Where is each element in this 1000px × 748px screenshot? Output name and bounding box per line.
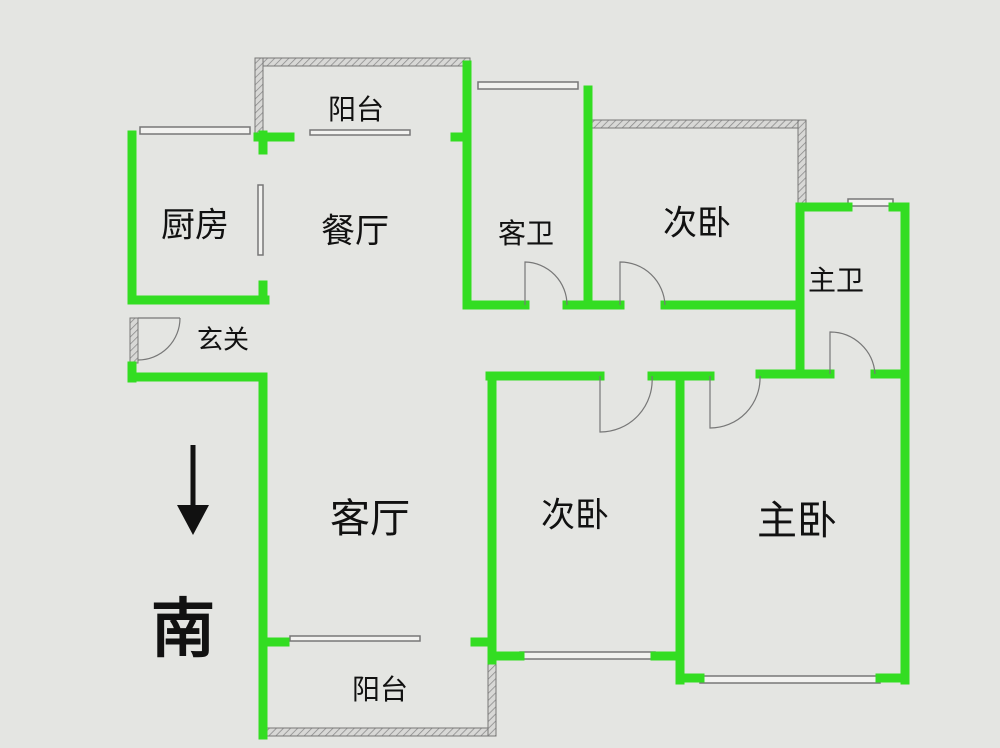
room-balcony-top: 阳台 (327, 93, 385, 126)
room-bedroom-2-top: 次卧 (663, 203, 731, 244)
room-master-bath: 主卫 (807, 264, 865, 297)
room-balcony-bottom: 阳台 (351, 673, 409, 706)
room-dining: 餐厅 (321, 211, 389, 252)
windows (139, 81, 894, 684)
hatched-walls (129, 57, 807, 737)
compass-south-label: 南 (151, 593, 215, 667)
room-entrance: 玄关 (196, 325, 250, 356)
room-kitchen: 厨房 (161, 205, 229, 246)
room-master-bedroom: 主卧 (757, 498, 837, 544)
room-bedroom-2-bottom: 次卧 (541, 495, 609, 536)
walls (127, 60, 910, 740)
room-guest-bath: 客卫 (497, 217, 555, 250)
doors (137, 261, 876, 433)
south-arrow-icon (177, 445, 209, 535)
room-living: 客厅 (330, 496, 410, 542)
